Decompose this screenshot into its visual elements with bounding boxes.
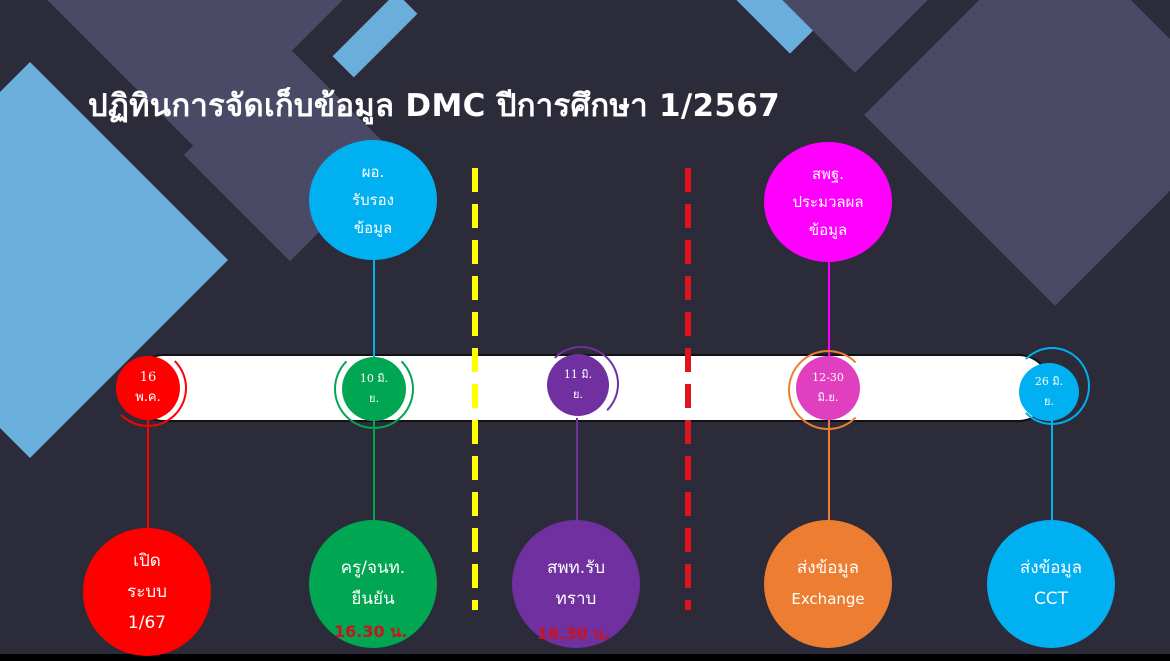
date-line: 12-30 — [812, 371, 844, 384]
date-line: 26 มิ. — [1034, 375, 1064, 388]
circle-send-cct: ส่งข้อมูล CCT — [987, 520, 1115, 648]
circle-line: ระบบ — [127, 581, 167, 602]
decor-diamond-gray-far-right — [864, 0, 1170, 306]
date-line: พ.ค. — [135, 390, 161, 405]
page-title: ปฏิทินการจัดเก็บข้อมูล DMC ปีการศึกษา 1/… — [88, 88, 780, 124]
date-ring — [1014, 347, 1090, 425]
deadline-time-label: 16.30 น. — [537, 624, 611, 643]
circle-send-exchange: ส่งข้อมูล Exchange — [764, 520, 892, 648]
date-ring — [334, 349, 414, 429]
date-circle-3: 11 มิ. ย. — [547, 354, 609, 416]
date-circle-2: 10 มิ. ย. — [342, 357, 406, 421]
connector-line-purple — [576, 418, 578, 528]
separator-red-dashed — [685, 168, 691, 610]
circle-line: CCT — [1033, 589, 1069, 609]
date-ring — [109, 349, 187, 427]
connector-line-green — [373, 418, 375, 528]
date-line: 16 — [139, 370, 157, 385]
circle-obec-process: สพฐ. ประมวลผล ข้อมูล — [764, 142, 892, 262]
circle-line: ยืนยัน — [351, 589, 395, 609]
date-circle-5: 26 มิ. ย. — [1019, 363, 1079, 421]
circle-line: ผอ. — [361, 163, 385, 181]
circle-line: รับรอง — [352, 191, 394, 209]
connector-line-red — [147, 418, 149, 528]
circle-line: ประมวลผล — [792, 193, 864, 211]
separator-yellow-dashed — [472, 168, 478, 610]
connector-line-blue-top — [373, 250, 375, 360]
circle-director-approve: ผอ. รับรอง ข้อมูล — [309, 140, 437, 260]
connector-line-orange — [828, 418, 830, 528]
bottom-edge-bar — [0, 654, 1170, 661]
circle-line: Exchange — [791, 590, 865, 608]
circle-teacher-confirm: ครู/จนท. ยืนยัน — [309, 520, 437, 648]
circle-district-acknowledge: สพท.รับ ทราบ — [512, 520, 640, 648]
connector-line-magenta-top — [828, 258, 830, 363]
decor-stripe-blue — [332, 0, 418, 78]
circle-line: ครู/จนท. — [340, 558, 406, 578]
deadline-time-label: 16.30 น. — [334, 622, 408, 641]
date-ring — [788, 350, 868, 430]
date-circle-1: 16 พ.ค. — [116, 356, 180, 420]
date-circle-4: 12-30 มิ.ย. — [796, 356, 860, 420]
circle-line: ข้อมูล — [353, 219, 393, 237]
circle-line: ส่งข้อมูล — [1019, 558, 1083, 578]
date-ring — [543, 346, 619, 422]
circle-line: ทราบ — [555, 589, 597, 609]
date-line: 11 มิ. — [563, 368, 593, 381]
circle-line: สพท.รับ — [546, 558, 606, 578]
circle-line: ข้อมูล — [808, 221, 848, 239]
date-line: ย. — [573, 388, 583, 401]
circle-line: 1/67 — [127, 612, 167, 633]
circle-line: สพฐ. — [811, 165, 845, 183]
date-line: มิ.ย. — [817, 391, 839, 404]
circle-line: ส่งข้อมูล — [796, 558, 860, 578]
circle-line: เปิด — [133, 550, 161, 571]
date-line: ย. — [369, 392, 379, 405]
date-line: ย. — [1044, 395, 1054, 408]
circle-open-system: เปิด ระบบ 1/67 — [83, 528, 211, 656]
date-line: 10 มิ. — [359, 372, 389, 385]
connector-line-blue — [1051, 418, 1053, 528]
